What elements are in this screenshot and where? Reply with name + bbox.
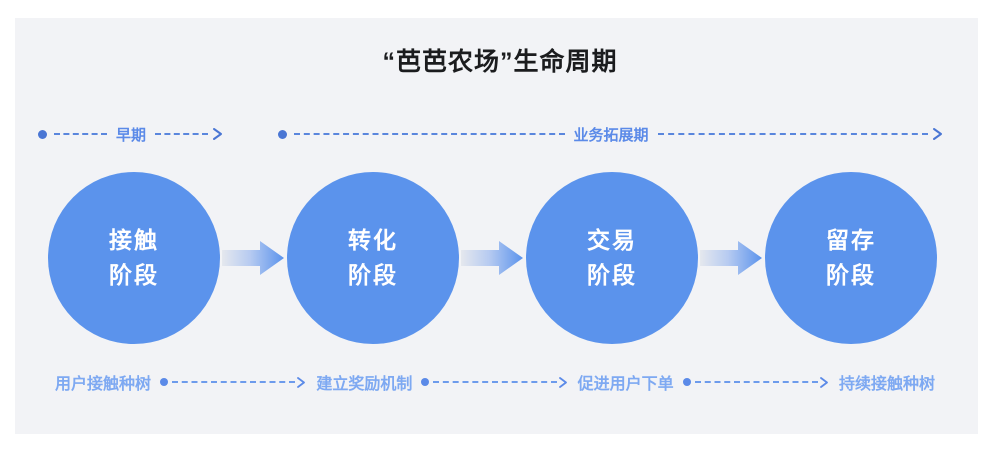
phase-track-expansion: 业务拓展期 xyxy=(278,121,944,147)
chevron-right-icon xyxy=(296,376,307,389)
stage-label-line2: 阶段 xyxy=(826,262,876,288)
track-dashed-line xyxy=(294,133,565,135)
connector-dot-icon xyxy=(682,378,691,386)
chevron-right-icon xyxy=(932,127,944,141)
chevron-right-icon xyxy=(212,127,224,141)
stage-label-line2: 阶段 xyxy=(109,262,159,288)
track-dashed-line xyxy=(54,133,107,135)
stage-label-line1: 留存 xyxy=(826,227,876,254)
caption-connector xyxy=(421,376,568,389)
stage-label-line1: 转化 xyxy=(348,227,398,254)
phase-label-early: 早期 xyxy=(116,126,147,144)
stage-circle-contact[interactable]: 接触 阶段 xyxy=(48,172,220,344)
caption-contact: 用户接触种树 xyxy=(55,376,152,393)
track-dashed-line xyxy=(155,133,209,135)
caption-connector xyxy=(160,376,307,389)
stage-label-line2: 阶段 xyxy=(348,262,398,288)
connector-dashed-line xyxy=(694,381,818,383)
caption-retention: 持续接触种树 xyxy=(838,376,935,393)
track-start-dot-icon xyxy=(278,129,287,139)
stage-label-line1: 交易 xyxy=(587,227,637,254)
stage-label-line1: 接触 xyxy=(109,227,159,254)
caption-reward: 建立奖励机制 xyxy=(316,376,413,393)
connector-dot-icon xyxy=(421,378,430,386)
phase-track-early: 早期 xyxy=(38,121,224,147)
arrow-stage-2-to-3-icon xyxy=(461,238,523,278)
arrow-stage-3-to-4-icon xyxy=(700,238,762,278)
stage-label-line2: 阶段 xyxy=(587,262,637,288)
stage-circle-retention[interactable]: 留存 阶段 xyxy=(765,172,937,344)
caption-order: 促进用户下单 xyxy=(577,376,674,393)
phase-label-expansion: 业务拓展期 xyxy=(573,126,649,144)
stage-circle-conversion[interactable]: 转化 阶段 xyxy=(287,172,459,344)
track-start-dot-icon xyxy=(38,129,47,139)
chevron-right-icon xyxy=(558,376,569,389)
page-title: “芭芭农场”生命周期 xyxy=(382,48,618,76)
caption-connector xyxy=(682,376,830,389)
arrow-stage-1-to-2-icon xyxy=(222,238,284,278)
connector-dashed-line xyxy=(433,381,557,383)
track-dashed-line xyxy=(657,133,929,135)
stage-circle-transaction[interactable]: 交易 阶段 xyxy=(526,172,698,344)
caption-row: 用户接触种树 建立奖励机制 促进用户下单 xyxy=(55,370,935,394)
chevron-right-icon xyxy=(819,376,830,389)
connector-dot-icon xyxy=(160,378,169,386)
connector-dashed-line xyxy=(172,381,296,383)
